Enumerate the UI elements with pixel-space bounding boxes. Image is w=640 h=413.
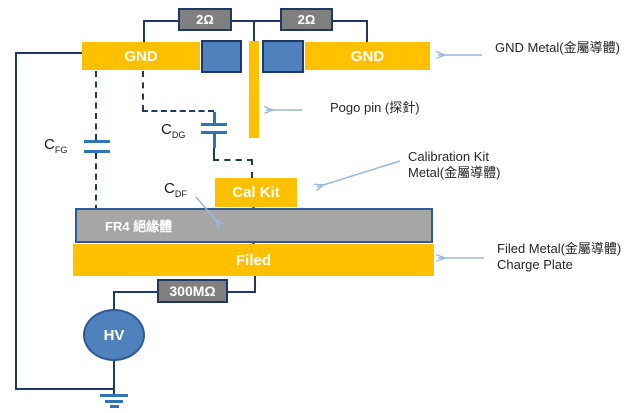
cdf-label-main: C (164, 180, 175, 197)
cfg-dashed-bottom (95, 153, 97, 242)
resistor-2ohm-left: 2Ω (178, 8, 232, 31)
annotation-field-metal-line1: Filed Metal(金屬導體) (497, 241, 622, 256)
wire-resistor-right (228, 291, 256, 293)
annotation-pogo-pin: Pogo pin (探針) (330, 100, 420, 115)
resistor-300mohm: 300MΩ (157, 279, 228, 303)
earth-ground-icon (105, 400, 123, 403)
cdg-capacitor-icon (201, 131, 227, 134)
annotation-field-metal-line2: Charge Plate (497, 257, 573, 272)
cal-kit-label: Cal Kit (232, 184, 280, 201)
field-metal-plate: Filed (73, 244, 434, 276)
fr4-insulator: FR4 絕緣體 (75, 208, 433, 243)
cdg-dashed-down (213, 148, 215, 160)
wire-hv-feed (113, 291, 115, 310)
pogo-pin (249, 41, 259, 138)
wire-bottom-return (15, 388, 114, 390)
cdg-dashed-across (142, 110, 214, 112)
cdg-dashed-to-calkit (251, 159, 253, 178)
resistor-300mohm-label: 300MΩ (169, 283, 216, 299)
wire-top-left-drop (143, 20, 145, 43)
cfg-capacitor-icon (84, 150, 110, 153)
earth-ground-icon (100, 394, 128, 397)
cdg-label-main: C (161, 121, 172, 138)
annotation-field-metal: Filed Metal(金屬導體) Charge Plate (497, 241, 621, 273)
resistor-2ohm-right: 2Ω (280, 8, 333, 31)
hv-source: HV (83, 309, 145, 361)
wire-top-right-drop (366, 20, 368, 43)
annotation-calibration-kit-line2: Metal(金屬導體) (408, 165, 501, 180)
resistor-2ohm-right-label: 2Ω (297, 12, 316, 27)
wire-top-right (331, 20, 368, 22)
cdf-label: CDF (164, 180, 187, 199)
cfg-label: CFG (44, 136, 67, 155)
cal-kit-metal: Cal Kit (215, 178, 297, 207)
resistor-2ohm-left-label: 2Ω (196, 12, 214, 27)
wire-top-left (143, 20, 180, 22)
gnd-left-label: GND (124, 47, 158, 65)
gnd-metal-left: GND (82, 42, 200, 70)
gnd-metal-right: GND (305, 42, 430, 70)
cfg-label-main: C (44, 136, 55, 153)
cfg-label-sub: FG (54, 145, 68, 155)
wire-pogo-feed (253, 20, 255, 42)
cfg-dashed-top (95, 71, 97, 140)
arrow-calibration-kit (317, 160, 401, 187)
cdg-capacitor-icon (213, 134, 216, 148)
annotation-calibration-kit-line1: Calibration Kit (408, 149, 489, 164)
gnd-right-label: GND (350, 47, 385, 65)
cdg-label-sub: DG (171, 130, 186, 140)
fr4-label: FR4 絕緣體 (105, 219, 173, 234)
cdf-label-sub: DF (174, 189, 187, 199)
cdg-capacitor-icon (213, 112, 216, 123)
wire-left-return (15, 52, 17, 390)
hv-label: HV (103, 326, 125, 344)
earth-ground-icon (110, 405, 119, 408)
cdg-dashed-drop (142, 71, 144, 111)
cfg-capacitor-icon (84, 140, 110, 143)
field-plate-label: Filed (235, 251, 271, 269)
annotation-calibration-kit: Calibration Kit Metal(金屬導體) (408, 149, 500, 181)
wire-hv-ground (113, 359, 115, 396)
cdg-capacitor-icon (201, 123, 227, 126)
wire-gnd-left-stub (15, 52, 82, 54)
cdg-dashed-right (213, 159, 253, 161)
wire-filed-drop (254, 276, 256, 293)
pogo-socket-left (201, 40, 242, 73)
cdg-label: CDG (161, 121, 185, 140)
wire-top-center (230, 20, 282, 22)
annotation-gnd-metal: GND Metal(金屬導體) (495, 40, 620, 55)
wire-resistor-left (113, 291, 157, 293)
pogo-socket-right (262, 40, 304, 73)
